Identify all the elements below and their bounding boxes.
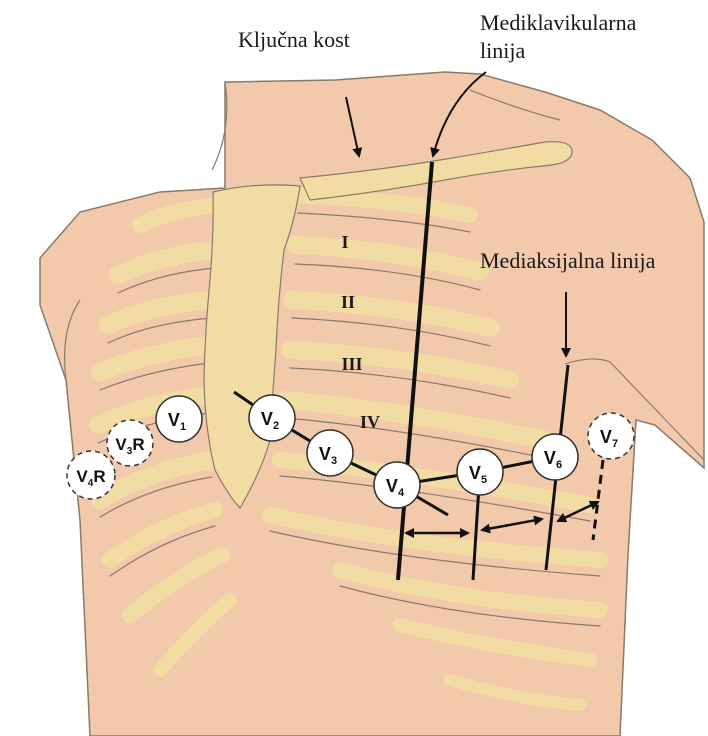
electrode-v3r: V3R <box>107 420 153 466</box>
electrode-v6: V6 <box>532 434 578 480</box>
electrode-v4r: V4R <box>67 451 115 499</box>
clavicle-label: Ključna kost <box>238 27 350 52</box>
midclavicular-line-label-line2: linija <box>480 38 525 63</box>
intercostal-space-2: II <box>341 292 355 312</box>
intercostal-space-4: IV <box>360 412 380 432</box>
midaxillary-line-label: Mediaksijalna linija <box>480 248 656 273</box>
electrode-v7: V7 <box>588 413 634 459</box>
intercostal-space-3: III <box>341 354 362 374</box>
electrode-v2: V2 <box>249 395 295 441</box>
electrode-v4: V4 <box>374 462 420 508</box>
electrode-v1: V1 <box>156 396 202 442</box>
midclavicular-line-label-line1: Mediklavikularna <box>480 10 637 35</box>
electrode-v3: V3 <box>307 430 353 476</box>
electrode-v5: V5 <box>457 449 503 495</box>
intercostal-space-1: I <box>341 232 348 252</box>
